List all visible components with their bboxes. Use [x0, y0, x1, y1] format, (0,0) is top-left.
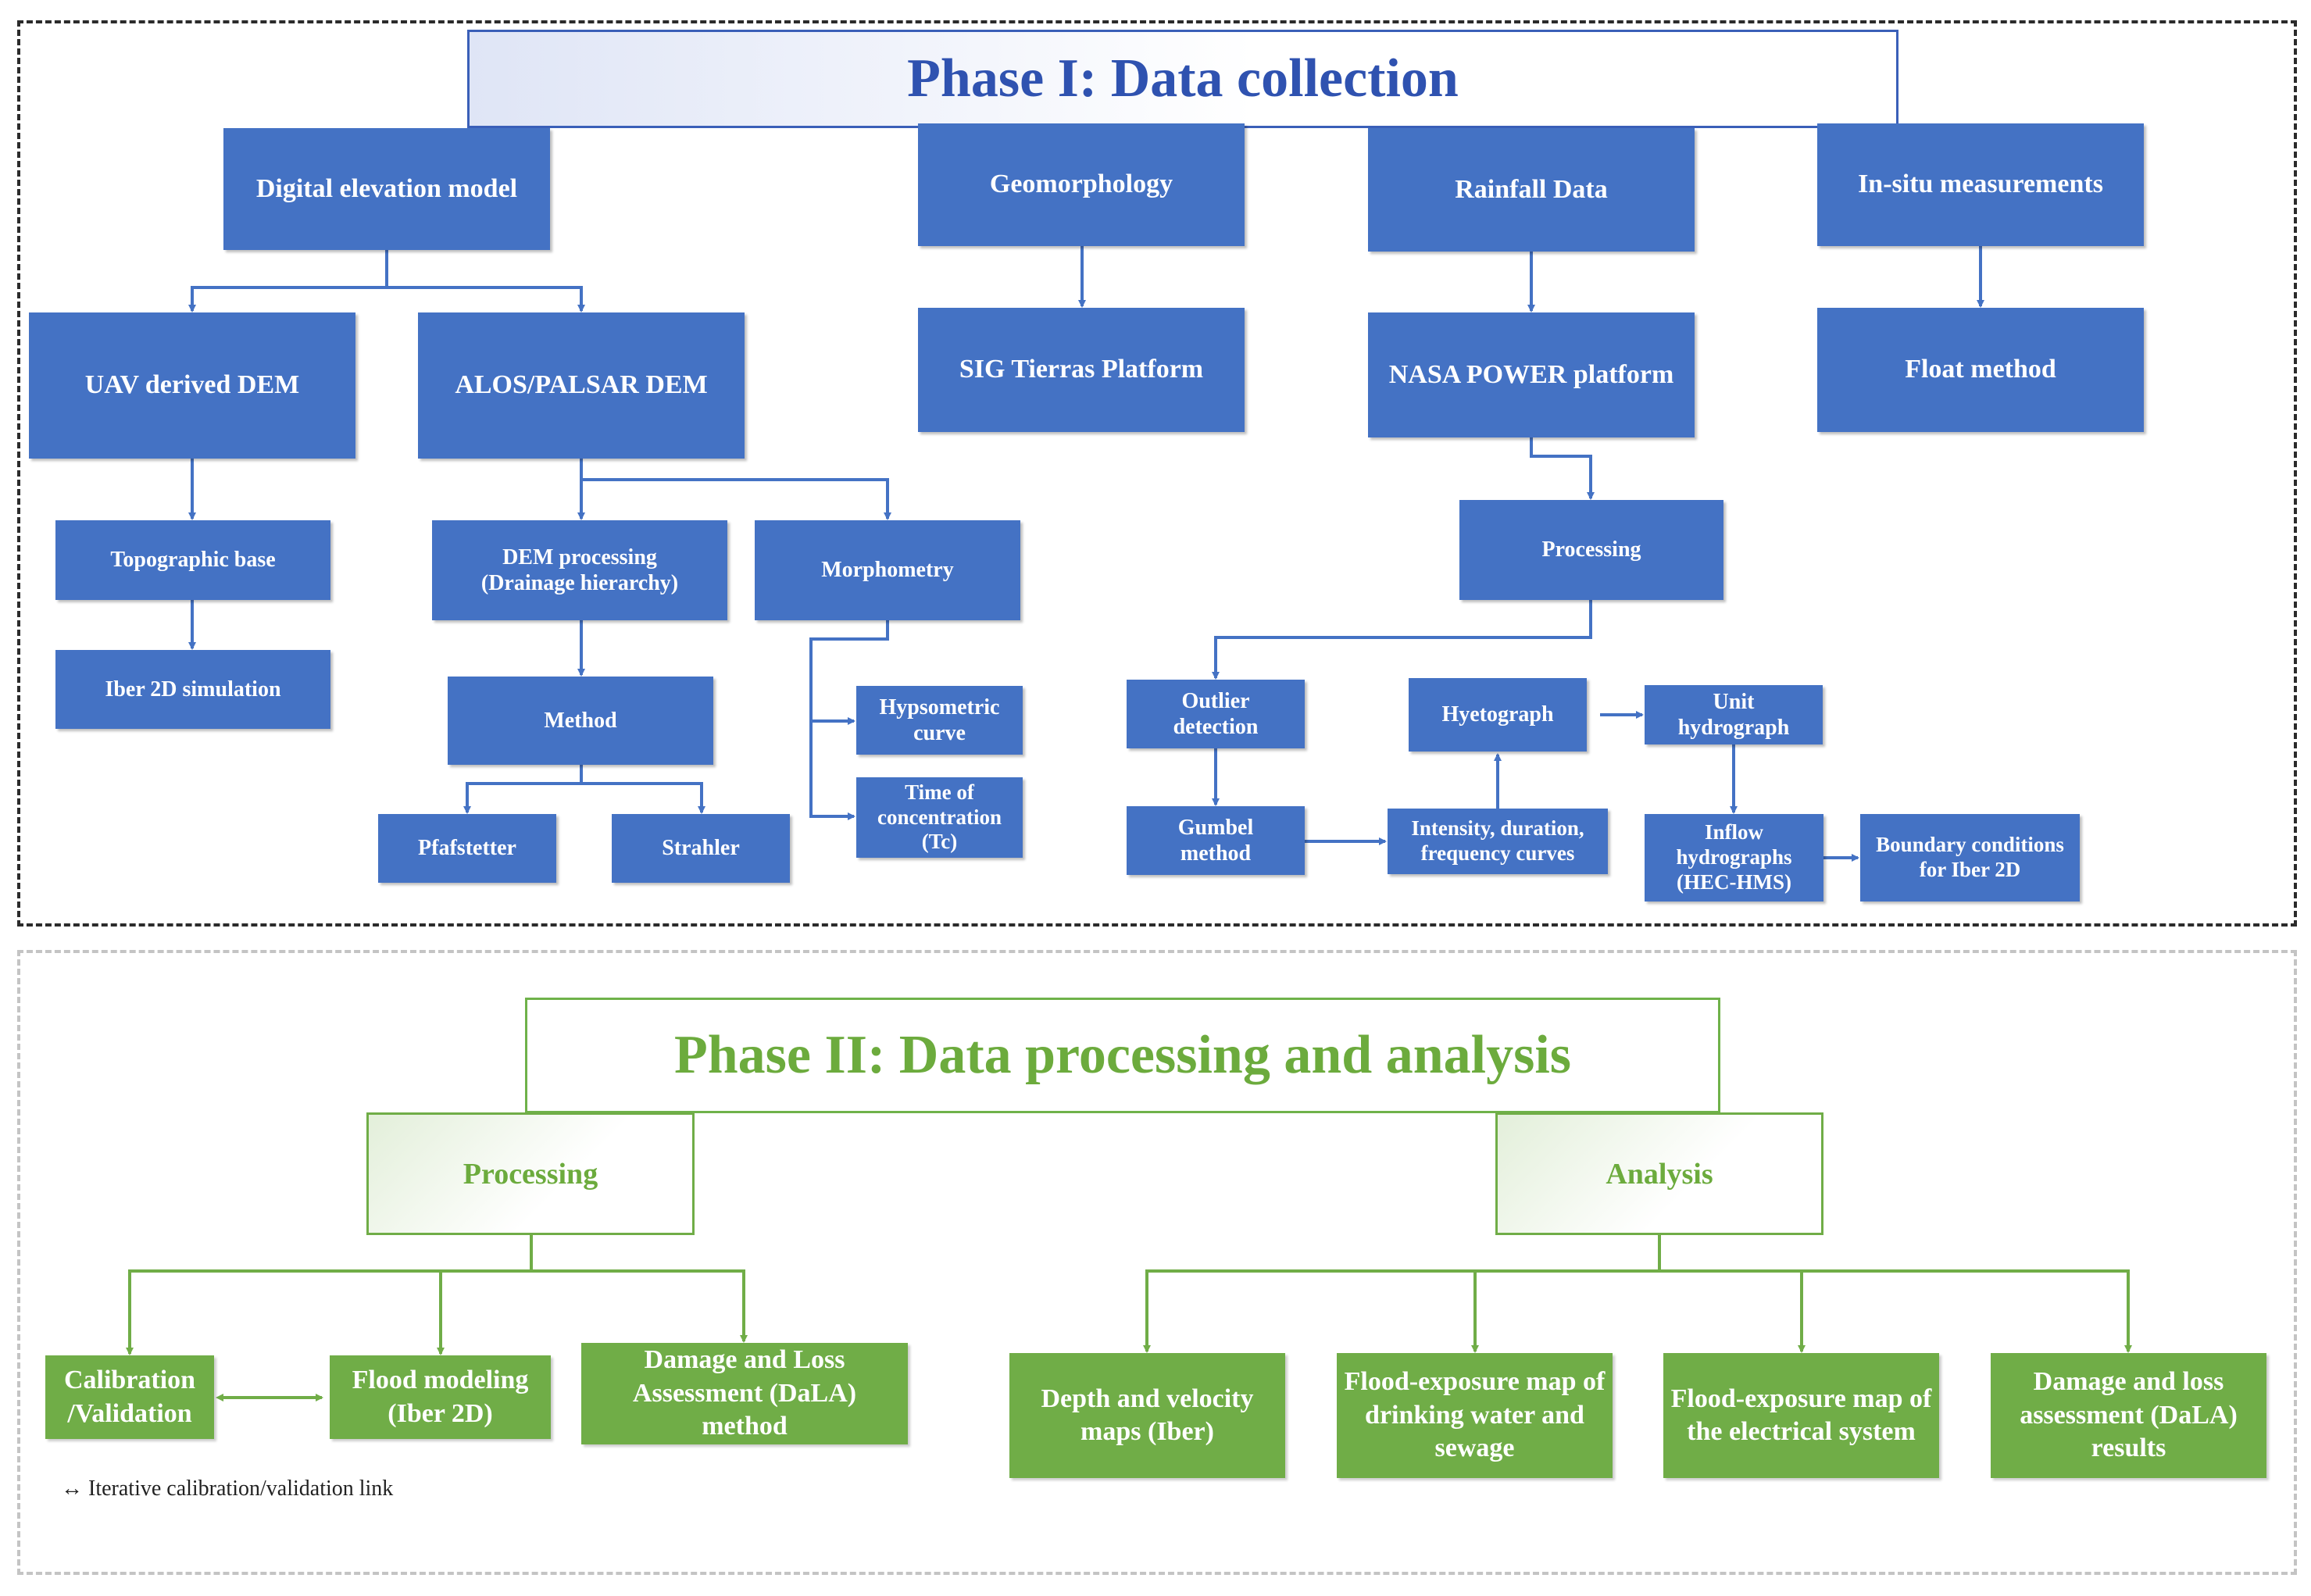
- box-morphometry: Morphometry: [755, 520, 1020, 620]
- arrow-processing-outlier: [1212, 600, 1592, 680]
- box-phase2-analysis: Analysis: [1495, 1112, 1823, 1235]
- box-hyetograph: Hyetograph: [1409, 678, 1587, 752]
- arrow-dem-uav: [188, 250, 388, 312]
- phase1-title: Phase I: Data collection: [467, 30, 1898, 128]
- box-insitu: In-situ measurements: [1817, 123, 2144, 246]
- box-topographic-base: Topographic base: [55, 520, 330, 600]
- box-uav-dem: UAV derived DEM: [29, 312, 355, 459]
- box-outlier-detection: Outlier detection: [1127, 680, 1305, 748]
- phase2-frame: [17, 950, 2297, 1575]
- box-idf-curves: Intensity, duration, frequency curves: [1388, 809, 1608, 874]
- box-depth-velocity-maps: Depth and velocity maps (Iber): [1009, 1353, 1285, 1478]
- arrow-method-strahler: [581, 782, 705, 814]
- arrow-alos-morph: [581, 478, 891, 520]
- box-inflow-hydrographs: Inflow hydrographs (HEC-HMS): [1645, 814, 1823, 902]
- box-processing-rain: Processing: [1459, 500, 1723, 600]
- box-phase2-processing: Processing: [366, 1112, 695, 1235]
- box-gumbel-method: Gumbel method: [1127, 806, 1305, 875]
- iterative-link-note: ↔ Iterative calibration/validation link: [61, 1476, 394, 1501]
- arrow-proc-dala: [531, 1269, 748, 1343]
- arrow-method-pfaf: [463, 765, 583, 814]
- box-method: Method: [448, 677, 713, 765]
- box-rainfall: Rainfall Data: [1368, 128, 1695, 252]
- box-dala-results: Damage and loss assessment (DaLA) result…: [1991, 1353, 2266, 1478]
- arrow-nasa-processing: [1530, 437, 1595, 500]
- phase2-title: Phase II: Data processing and analysis: [525, 998, 1720, 1113]
- arrow-analysis-depth: [1143, 1235, 1661, 1353]
- box-flood-modeling: Flood modeling (Iber 2D): [330, 1355, 551, 1439]
- box-unit-hydrograph: Unit hydrograph: [1645, 685, 1823, 744]
- box-boundary-conditions: Boundary conditions for Iber 2D: [1860, 814, 2080, 902]
- box-iber-2d-simulation: Iber 2D simulation: [55, 650, 330, 729]
- box-time-of-concentration: Time of concentration (Tc): [856, 777, 1023, 858]
- box-hypsometric-curve: Hypsometric curve: [856, 686, 1023, 755]
- box-float-method: Float method: [1817, 308, 2144, 432]
- box-sig-tierras: SIG Tierras Platform: [918, 308, 1245, 432]
- arrow-analysis-dalares: [1659, 1269, 2132, 1353]
- box-alos-dem: ALOS/PALSAR DEM: [418, 312, 745, 459]
- box-geomorphology: Geomorphology: [918, 123, 1245, 246]
- arrow-morph-hyps: [809, 620, 889, 725]
- arrow-morph-tc: [809, 721, 855, 820]
- box-flood-exposure-electrical: Flood-exposure map of the electrical sys…: [1663, 1353, 1939, 1478]
- arrow-proc-flood: [437, 1269, 531, 1355]
- box-strahler: Strahler: [612, 814, 790, 883]
- box-dem-processing: DEM processing (Drainage hierarchy): [432, 520, 727, 620]
- box-nasa-power: NASA POWER platform: [1368, 312, 1695, 437]
- box-dem: Digital elevation model: [223, 128, 550, 250]
- box-calibration-validation: Calibration /Validation: [45, 1355, 214, 1439]
- arrow-proc-calib: [126, 1235, 533, 1355]
- arrow-dem-alos: [387, 286, 585, 312]
- box-dala-method: Damage and Loss Assessment (DaLA) method: [581, 1343, 908, 1444]
- box-pfafstetter: Pfafstetter: [378, 814, 556, 883]
- phase1-frame: [17, 20, 2297, 927]
- box-flood-exposure-water: Flood-exposure map of drinking water and…: [1337, 1353, 1613, 1478]
